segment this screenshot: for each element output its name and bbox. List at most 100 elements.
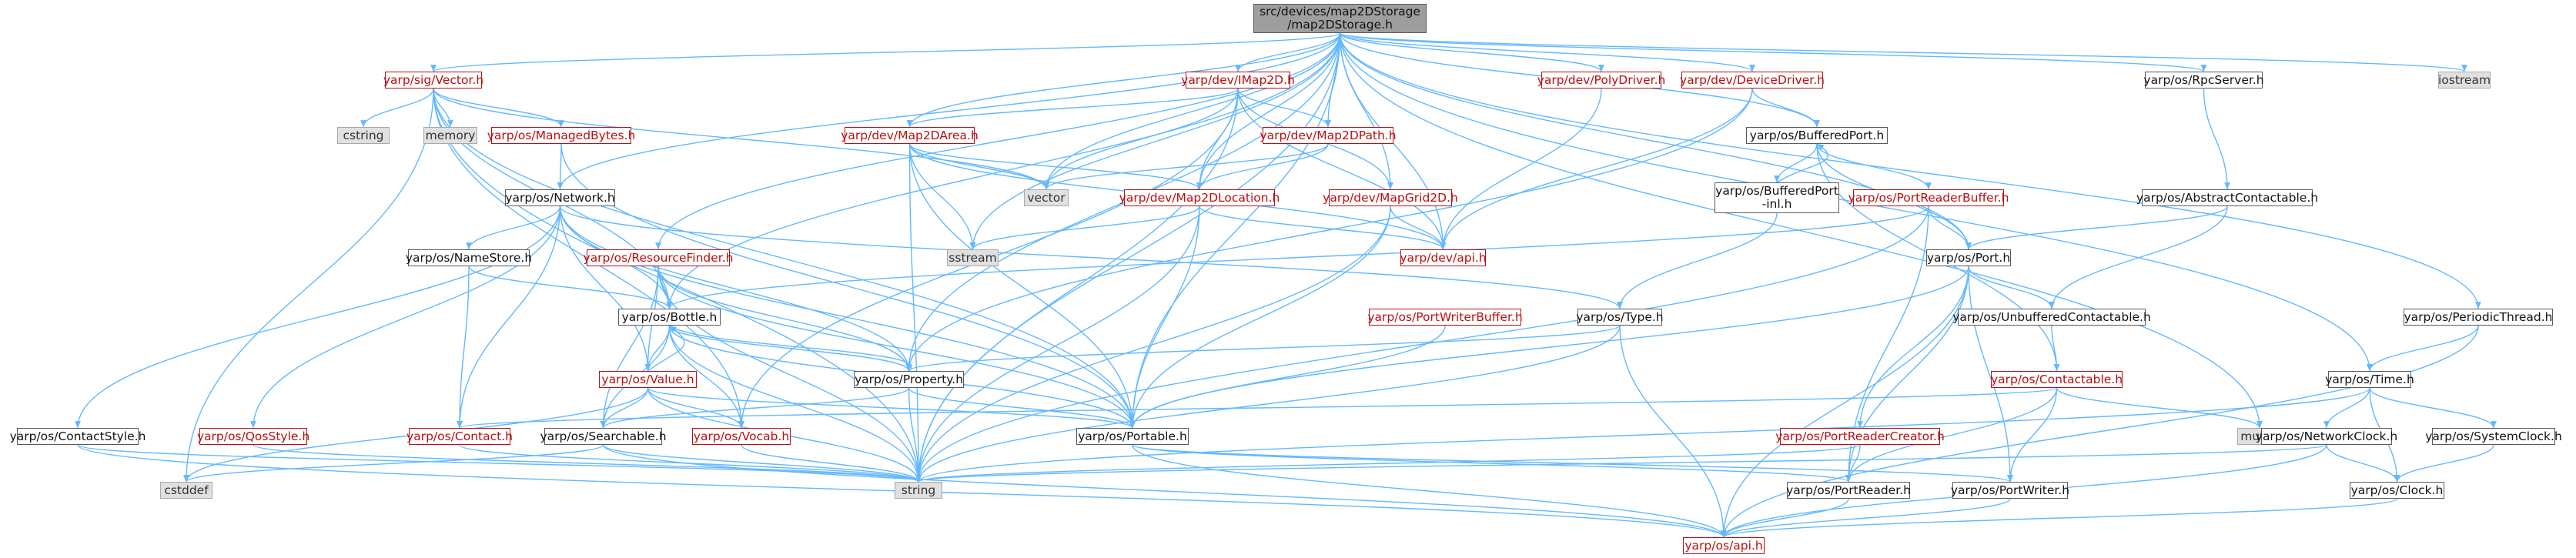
node-os-portreader[interactable]: yarp/os/PortReader.h xyxy=(1786,482,1911,499)
edge-os_time-to-string xyxy=(915,387,2370,483)
edge-os_type-to-os_api xyxy=(1619,325,1727,538)
node-label: yarp/os/api.h xyxy=(1684,538,1763,553)
edge-os_port-to-os_unbufferedcontactable xyxy=(1968,266,2055,309)
edge-os_type-to-string xyxy=(915,325,1621,483)
edge-os_property-to-os_searchable xyxy=(600,387,910,429)
node-label: yarp/os/UnbufferedContactable.h xyxy=(1952,309,2151,324)
node-label: vector xyxy=(1027,190,1066,205)
node-os-portable[interactable]: yarp/os/Portable.h xyxy=(1076,428,1189,445)
node-os-namestore[interactable]: yarp/os/NameStore.h xyxy=(406,249,532,266)
node-os-searchable[interactable]: yarp/os/Searchable.h xyxy=(540,428,667,445)
edge-os_network-to-os_namestore xyxy=(466,205,561,250)
node-string: string xyxy=(895,482,942,499)
edge-dev_imap2d-to-dev_map2darea xyxy=(906,88,1239,128)
edge-root-to-os_rpcserver xyxy=(1339,32,2206,72)
edge-dev_devicedriver-to-os_bufferedport xyxy=(1751,88,1820,128)
edge-os_systemclock-to-os_clock xyxy=(2394,444,2494,483)
node-os-vocab[interactable]: yarp/os/Vocab.h xyxy=(692,428,791,445)
node-label: yarp/os/Property.h xyxy=(855,372,964,386)
node-os-rpcserver[interactable]: yarp/os/RpcServer.h xyxy=(2143,72,2264,89)
edge-sig_vector-to-vector xyxy=(433,88,1049,190)
node-os-bufferedport[interactable]: yarp/os/BufferedPort.h xyxy=(1746,127,1888,144)
node-label: yarp/os/PortReader.h xyxy=(1786,483,1911,497)
node-os-portwriterbuffer[interactable]: yarp/os/PortWriterBuffer.h xyxy=(1367,309,1523,326)
node-os-abstractcontactable[interactable]: yarp/os/AbstractContactable.h xyxy=(2136,189,2318,206)
node-os-portreaderbuffer[interactable]: yarp/os/PortReaderBuffer.h xyxy=(1848,189,2009,206)
edge-os_portreaderbuffer-to-os_bottle xyxy=(666,205,1929,309)
edge-sig_vector-to-string xyxy=(433,88,922,483)
edge-os_portreadercreator-to-os_portreader xyxy=(1845,444,1861,483)
node-dev-mapgrid2d[interactable]: yarp/dev/MapGrid2D.h xyxy=(1323,189,1458,206)
node-dev-api[interactable]: yarp/dev/api.h xyxy=(1400,249,1487,266)
node-dev-map2dlocation[interactable]: yarp/dev/Map2DLocation.h xyxy=(1119,189,1280,206)
edge-root-to-vector xyxy=(1043,32,1341,190)
node-label: sstream xyxy=(948,250,997,265)
node-dev-polydriver[interactable]: yarp/dev/PolyDriver.h xyxy=(1537,72,1665,89)
edge-dev_imap2d-to-dev_api xyxy=(1237,88,1447,250)
node-label: yarp/os/Time.h xyxy=(2325,372,2414,386)
node-os-periodicthread[interactable]: yarp/os/PeriodicThread.h xyxy=(2404,309,2553,326)
node-os-systemclock[interactable]: yarp/os/SystemClock.h xyxy=(2425,428,2562,445)
node-root[interactable]: src/devices/map2DStorage/map2DStorage.h xyxy=(1253,4,1427,33)
node-cstring: cstring xyxy=(337,127,390,144)
node-label: yarp/os/Portable.h xyxy=(1078,429,1187,443)
node-os-contactstyle[interactable]: yarp/os/ContactStyle.h xyxy=(10,428,146,445)
edge-os_network-to-os_contact xyxy=(457,205,561,429)
node-label: yarp/dev/MapGrid2D.h xyxy=(1323,190,1458,205)
node-os-bufferedport-inl[interactable]: yarp/os/BufferedPort-inl.h xyxy=(1715,182,1839,213)
edge-os_bufferedport_inl-to-os_bufferedport xyxy=(1776,143,1828,183)
node-sig-vector[interactable]: yarp/sig/Vector.h xyxy=(383,72,484,89)
edge-os_type-to-os_property xyxy=(905,325,1621,372)
node-os-clock[interactable]: yarp/os/Clock.h xyxy=(2350,482,2444,499)
edge-os_value-to-os_bottle xyxy=(647,325,685,372)
node-os-bottle[interactable]: yarp/os/Bottle.h xyxy=(618,309,721,326)
node-label: string xyxy=(901,483,936,497)
node-os-unbufferedcontactable[interactable]: yarp/os/UnbufferedContactable.h xyxy=(1952,309,2151,326)
node-os-api[interactable]: yarp/os/api.h xyxy=(1683,537,1765,554)
node-label-line2: /map2DStorage.h xyxy=(1287,18,1393,32)
node-label: yarp/dev/Map2DPath.h xyxy=(1260,128,1397,142)
edge-os_network-to-os_property xyxy=(559,205,912,372)
node-memory: memory xyxy=(423,127,477,144)
edge-os_abstractcontactable-to-os_unbufferedcontactable xyxy=(2049,205,2228,309)
edge-dev_polydriver-to-dev_api xyxy=(1440,88,1602,250)
node-os-time[interactable]: yarp/os/Time.h xyxy=(2325,371,2414,388)
edge-os_namestore-to-os_bottle xyxy=(468,266,673,309)
node-label: yarp/dev/IMap2D.h xyxy=(1181,72,1295,87)
edge-root-to-dev_map2darea xyxy=(906,32,1341,128)
edge-os_periodicthread-to-os_time xyxy=(2367,325,2479,372)
edge-sig_vector-to-cstddef xyxy=(183,88,434,483)
node-label: yarp/dev/api.h xyxy=(1400,250,1487,265)
node-os-qosstyle[interactable]: yarp/os/QosStyle.h xyxy=(197,428,309,445)
node-dev-map2dpath[interactable]: yarp/dev/Map2DPath.h xyxy=(1260,127,1397,144)
edge-dev_map2dlocation-to-os_portable xyxy=(1129,205,1200,429)
edge-os_unbufferedcontactable-to-os_contactable xyxy=(2051,325,2060,372)
node-os-port[interactable]: yarp/os/Port.h xyxy=(1926,249,2011,266)
node-os-portreadercreator[interactable]: yarp/os/PortReaderCreator.h xyxy=(1775,428,1945,445)
node-label: yarp/sig/Vector.h xyxy=(383,72,484,87)
edge-os_resourcefinder-to-os_property xyxy=(657,266,912,372)
node-dev-map2darea[interactable]: yarp/dev/Map2DArea.h xyxy=(841,127,979,144)
edge-os_network-to-os_contactstyle xyxy=(75,205,561,429)
edge-dev_map2dlocation-to-string xyxy=(915,205,1200,483)
node-label: yarp/os/ManagedBytes.h xyxy=(487,128,636,142)
node-label: yarp/dev/Map2DArea.h xyxy=(841,128,979,142)
node-os-managedbytes[interactable]: yarp/os/ManagedBytes.h xyxy=(487,127,635,144)
node-dev-imap2d[interactable]: yarp/dev/IMap2D.h xyxy=(1181,72,1295,89)
node-os-type[interactable]: yarp/os/Type.h xyxy=(1576,309,1664,326)
node-label: yarp/os/NetworkClock.h xyxy=(2255,429,2398,443)
node-os-contactable[interactable]: yarp/os/Contactable.h xyxy=(1991,371,2123,388)
node-label: yarp/os/ContactStyle.h xyxy=(9,429,146,443)
node-os-resourcefinder[interactable]: yarp/os/ResourceFinder.h xyxy=(584,249,733,266)
node-os-networkclock[interactable]: yarp/os/NetworkClock.h xyxy=(2256,428,2397,445)
node-os-contact[interactable]: yarp/os/Contact.h xyxy=(406,428,513,445)
node-label: yarp/os/PortReaderCreator.h xyxy=(1775,429,1945,443)
node-os-network[interactable]: yarp/os/Network.h xyxy=(505,189,615,206)
edge-os_qosstyle-to-string xyxy=(253,444,922,483)
node-os-property[interactable]: yarp/os/Property.h xyxy=(854,371,964,388)
edge-os_property-to-os_portable xyxy=(908,387,1136,429)
node-label: yarp/os/Contactable.h xyxy=(1990,372,2123,386)
node-os-portwriter[interactable]: yarp/os/PortWriter.h xyxy=(1951,482,2069,499)
node-dev-devicedriver[interactable]: yarp/dev/DeviceDriver.h xyxy=(1680,72,1825,89)
node-os-value[interactable]: yarp/os/Value.h xyxy=(599,371,697,388)
